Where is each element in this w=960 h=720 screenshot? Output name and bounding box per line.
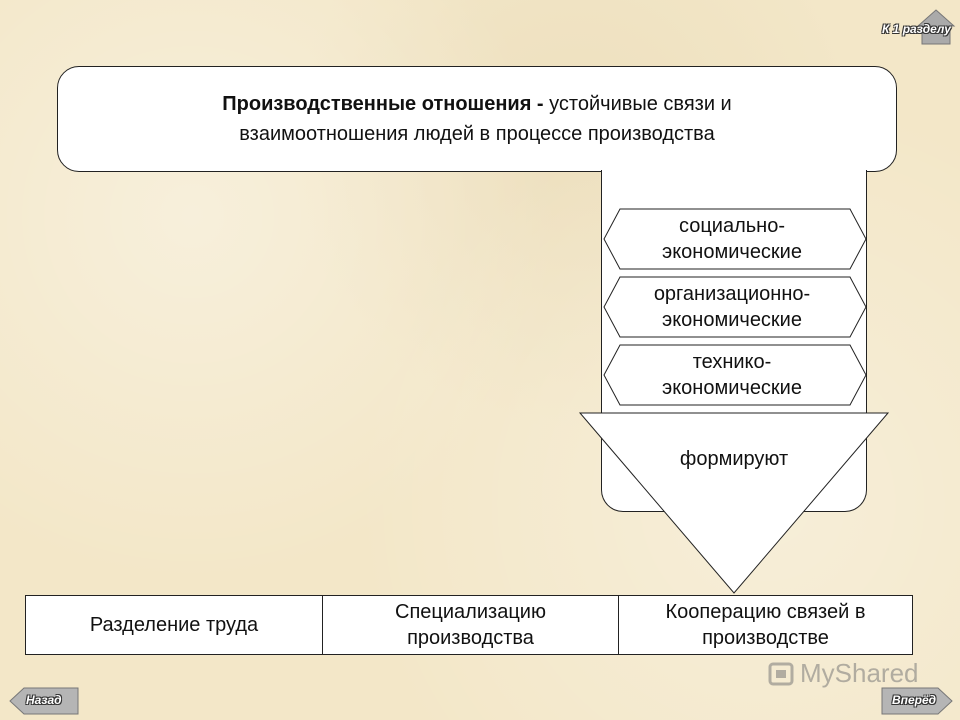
relation-type-hexagon-1	[603, 208, 867, 270]
back-button[interactable]: Назад	[8, 686, 80, 716]
definition-line-1: Производственные отношения - устойчивые …	[222, 89, 731, 119]
to-section-button[interactable]: К 1 разделу	[880, 8, 958, 48]
arrow-left-icon	[9, 687, 79, 715]
relation-type-3: технико- экономические	[617, 349, 847, 401]
watermark-text: MyShared	[800, 658, 919, 688]
definition-term: Производственные отношения -	[222, 93, 544, 115]
relation-type-1-line2: экономические	[662, 241, 802, 263]
to-section-label: К 1 разделу	[882, 22, 951, 36]
forms-arrow	[578, 412, 890, 594]
relation-type-hexagon-3	[603, 344, 867, 406]
relation-type-2-line2: экономические	[662, 309, 802, 331]
results-strip: Разделение труда Специализацию производс…	[25, 595, 913, 655]
result-cell-2: Специализацию производства	[322, 596, 618, 654]
watermark-logo-icon	[768, 662, 794, 685]
relation-type-2: организационно- экономические	[617, 281, 847, 333]
relation-type-3-line1: технико-	[692, 351, 772, 373]
result-2-line1: Специализацию	[395, 601, 546, 623]
arrow-right-icon	[881, 687, 953, 715]
result-3-line2: производстве	[702, 627, 829, 649]
definition-line-2: взаимоотношения людей в процессе произво…	[239, 123, 715, 145]
relation-type-3-line2: экономические	[662, 377, 802, 399]
relation-type-1: социально- экономические	[617, 213, 847, 265]
relation-type-hexagon-2	[603, 276, 867, 338]
result-2-line2: производства	[407, 627, 534, 649]
forward-button[interactable]: Вперёд	[880, 686, 954, 716]
relation-type-1-line1: социально-	[678, 215, 785, 237]
forms-arrow-label: формируют	[679, 448, 789, 470]
result-1-line1: Разделение труда	[89, 614, 259, 636]
back-label: Назад	[26, 693, 62, 707]
relation-type-2-line1: организационно-	[653, 283, 811, 305]
forward-label: Вперёд	[892, 693, 937, 707]
definition-box: Производственные отношения - устойчивые …	[57, 66, 897, 172]
result-3-line1: Кооперацию связей в	[665, 601, 866, 623]
result-cell-1: Разделение труда	[26, 596, 322, 654]
result-cell-3: Кооперацию связей в производстве	[618, 596, 912, 654]
relation-type-shapes	[603, 208, 867, 406]
home-icon	[916, 9, 956, 45]
definition-text-part1: устойчивые связи и	[543, 93, 732, 115]
watermark: MyShared	[768, 658, 919, 689]
